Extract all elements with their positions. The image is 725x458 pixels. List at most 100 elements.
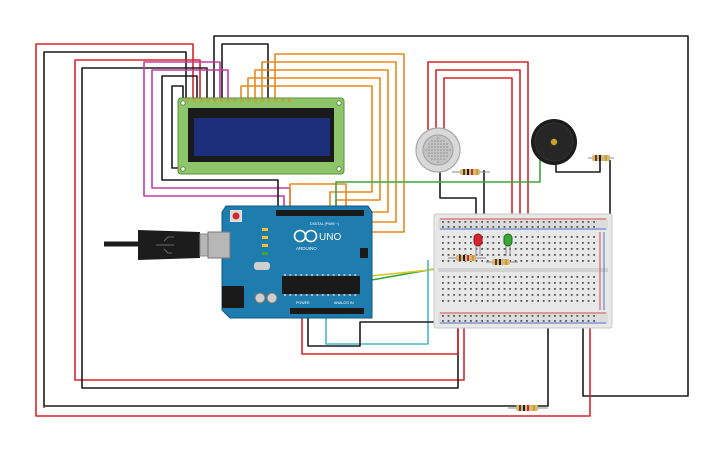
breadboard-hole[interactable]	[565, 242, 567, 244]
breadboard-hole[interactable]	[526, 260, 528, 262]
breadboard-hole[interactable]	[593, 315, 595, 317]
breadboard-hole[interactable]	[587, 260, 590, 262]
breadboard-hole[interactable]	[458, 226, 461, 228]
breadboard-hole[interactable]	[503, 221, 506, 223]
breadboard-hole[interactable]	[570, 300, 573, 302]
breadboard-hole[interactable]	[542, 260, 545, 262]
breadboard-hole[interactable]	[447, 282, 450, 284]
breadboard-hole[interactable]	[475, 300, 478, 302]
breadboard-hole[interactable]	[509, 294, 511, 296]
breadboard-hole[interactable]	[503, 300, 506, 302]
breadboard-hole[interactable]	[548, 242, 551, 244]
breadboard-hole[interactable]	[520, 242, 523, 244]
wire-red-lower-1[interactable]	[301, 310, 459, 355]
breadboard-hole[interactable]	[576, 315, 579, 317]
lcd-pin[interactable]	[274, 99, 278, 102]
breadboard-hole[interactable]	[587, 248, 590, 250]
breadboard-hole[interactable]	[470, 221, 472, 223]
breadboard-hole[interactable]	[498, 242, 500, 244]
breadboard-hole[interactable]	[442, 315, 444, 317]
breadboard-hole[interactable]	[542, 248, 545, 250]
breadboard-hole[interactable]	[453, 282, 455, 284]
breadboard-hole[interactable]	[576, 300, 579, 302]
breadboard-hole[interactable]	[514, 315, 517, 317]
breadboard-hole[interactable]	[453, 315, 455, 317]
breadboard-hole[interactable]	[464, 254, 467, 256]
breadboard-hole[interactable]	[537, 300, 539, 302]
breadboard-hole[interactable]	[475, 260, 478, 262]
breadboard-hole[interactable]	[492, 294, 495, 296]
arduino-uno[interactable]: UNO ARDUINO DIGITAL (PWM ~) POWER ANALOG…	[207, 205, 373, 319]
breadboard-hole[interactable]	[570, 276, 573, 278]
breadboard-hole[interactable]	[447, 226, 450, 228]
lcd-pin[interactable]	[226, 99, 230, 102]
wire-green-sensor[interactable]	[335, 150, 541, 212]
breadboard-hole[interactable]	[492, 282, 495, 284]
wire-black-lcd-left[interactable]	[161, 75, 279, 212]
breadboard-hole[interactable]	[470, 300, 472, 302]
breadboard-hole[interactable]	[442, 320, 444, 322]
breadboard-hole[interactable]	[526, 294, 528, 296]
breadboard-hole[interactable]	[514, 300, 517, 302]
breadboard-hole[interactable]	[531, 236, 534, 238]
breadboard-hole[interactable]	[486, 300, 489, 302]
breadboard-hole[interactable]	[582, 221, 584, 223]
breadboard-hole[interactable]	[458, 221, 461, 223]
breadboard-hole[interactable]	[442, 294, 444, 296]
breadboard-hole[interactable]	[526, 254, 528, 256]
breadboard-hole[interactable]	[447, 260, 450, 262]
breadboard-hole[interactable]	[458, 254, 461, 256]
breadboard-hole[interactable]	[447, 288, 450, 290]
breadboard-hole[interactable]	[526, 226, 528, 228]
breadboard-hole[interactable]	[492, 300, 495, 302]
breadboard-hole[interactable]	[503, 282, 506, 284]
breadboard-hole[interactable]	[548, 320, 551, 322]
breadboard-hole[interactable]	[576, 221, 579, 223]
breadboard-hole[interactable]	[531, 221, 534, 223]
breadboard-hole[interactable]	[509, 221, 511, 223]
breadboard-hole[interactable]	[492, 276, 495, 278]
breadboard-hole[interactable]	[442, 242, 444, 244]
breadboard-hole[interactable]	[486, 260, 489, 262]
breadboard-hole[interactable]	[548, 294, 551, 296]
breadboard-hole[interactable]	[531, 300, 534, 302]
breadboard-hole[interactable]	[498, 282, 500, 284]
breadboard-hole[interactable]	[526, 300, 528, 302]
breadboard-hole[interactable]	[576, 236, 579, 238]
breadboard-hole[interactable]	[554, 226, 556, 228]
breadboard-hole[interactable]	[531, 226, 534, 228]
breadboard-hole[interactable]	[548, 221, 551, 223]
breadboard-hole[interactable]	[570, 236, 573, 238]
breadboard-hole[interactable]	[542, 226, 545, 228]
breadboard-hole[interactable]	[531, 242, 534, 244]
green-led[interactable]	[503, 233, 513, 256]
breadboard-hole[interactable]	[542, 282, 545, 284]
breadboard-hole[interactable]	[537, 254, 539, 256]
breadboard-hole[interactable]	[514, 221, 517, 223]
breadboard-hole[interactable]	[587, 254, 590, 256]
breadboard-hole[interactable]	[587, 294, 590, 296]
breadboard-hole[interactable]	[542, 242, 545, 244]
breadboard-hole[interactable]	[531, 260, 534, 262]
breadboard-hole[interactable]	[526, 276, 528, 278]
breadboard-hole[interactable]	[464, 276, 467, 278]
breadboard-hole[interactable]	[498, 236, 500, 238]
breadboard-hole[interactable]	[514, 276, 517, 278]
breadboard-hole[interactable]	[537, 320, 539, 322]
lcd-pin[interactable]	[240, 99, 244, 102]
breadboard-hole[interactable]	[492, 320, 495, 322]
breadboard-hole[interactable]	[442, 236, 444, 238]
breadboard-hole[interactable]	[593, 294, 595, 296]
breadboard-hole[interactable]	[447, 315, 450, 317]
breadboard-hole[interactable]	[514, 282, 517, 284]
breadboard-hole[interactable]	[520, 320, 523, 322]
breadboard-hole[interactable]	[447, 221, 450, 223]
breadboard-hole[interactable]	[442, 300, 444, 302]
breadboard-hole[interactable]	[442, 282, 444, 284]
breadboard-hole[interactable]	[520, 236, 523, 238]
breadboard-hole[interactable]	[520, 282, 523, 284]
breadboard-hole[interactable]	[554, 242, 556, 244]
breadboard-hole[interactable]	[498, 248, 500, 250]
breadboard-hole[interactable]	[554, 288, 556, 290]
breadboard-hole[interactable]	[492, 288, 495, 290]
